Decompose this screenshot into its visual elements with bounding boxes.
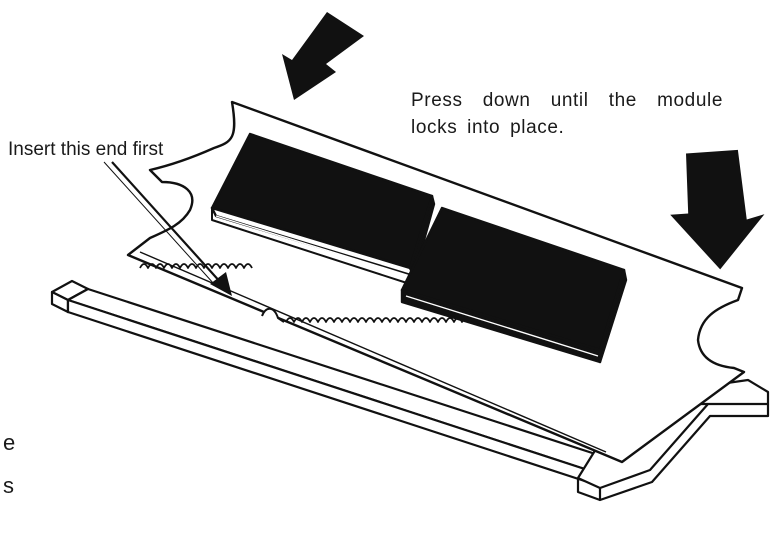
- press-arrow-icon: [282, 12, 765, 270]
- cropped-text-fragment: e: [3, 430, 16, 455]
- memory-chip: [210, 132, 436, 285]
- module-key-notch: [261, 307, 285, 323]
- insert-end-callout: Insert this end first: [8, 139, 164, 160]
- cropped-text-fragment: s: [3, 473, 14, 498]
- leader-arrow-icon: [103, 161, 232, 296]
- memory-chip: [400, 206, 628, 364]
- memory-module: [126, 100, 746, 464]
- press-down-callout: Press down until the module locks into p…: [411, 90, 723, 138]
